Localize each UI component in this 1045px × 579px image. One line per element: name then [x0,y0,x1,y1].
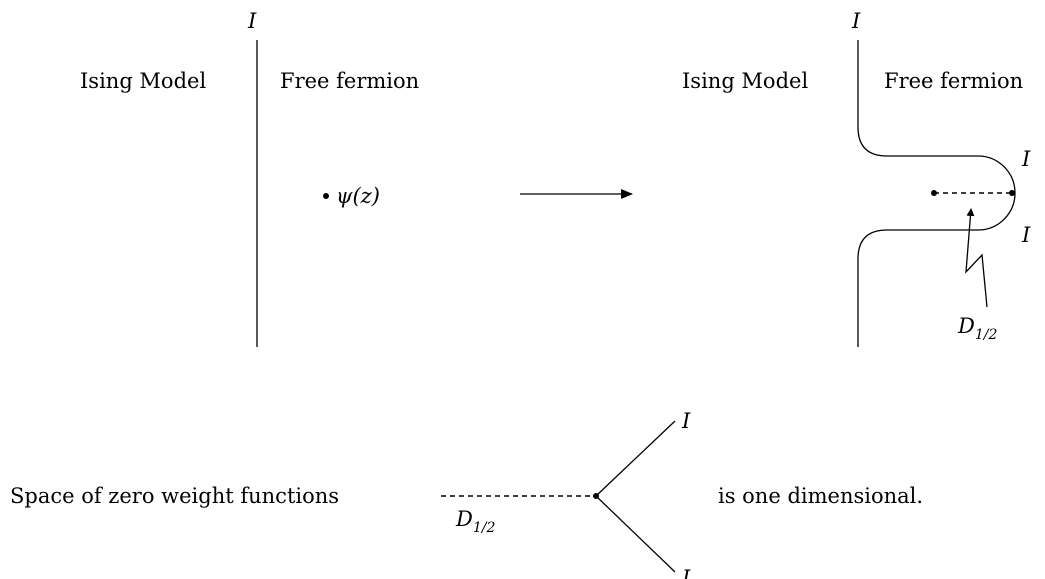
bottom-prefix-text: Space of zero weight functions [10,484,339,508]
left-defect-label: I [247,9,257,33]
right-fermion-label: Free fermion [884,69,1023,93]
bottom-statement: Space of zero weight functions I I D1/2 … [10,409,923,579]
right-defect-label-top: I [851,9,861,33]
left-fermion-label: Free fermion [280,69,419,93]
right-ising-label: Ising Model [682,69,808,93]
right-field-point [931,190,937,196]
bottom-label-lower: I [681,566,691,579]
pointer-zigzag-arrow [965,208,988,308]
right-label-upper: I [1021,147,1031,171]
right-panel: I Ising Model Free fermion I I D1/2 [682,9,1031,347]
bottom-suffix-text: is one dimensional. [718,484,923,508]
left-ising-label: Ising Model [80,69,206,93]
bottom-label-upper: I [681,409,691,433]
right-defect-name: D1/2 [957,314,997,343]
right-junction-point [1009,190,1015,196]
bottom-defect-name: D1/2 [455,507,495,536]
field-point [323,193,329,199]
bottom-branch-upper [595,420,676,497]
field-label: ψ(z) [336,184,380,208]
left-panel: I Ising Model Free fermion ψ(z) [80,9,419,347]
bottom-branch-lower [595,495,676,573]
right-label-lower: I [1021,223,1031,247]
